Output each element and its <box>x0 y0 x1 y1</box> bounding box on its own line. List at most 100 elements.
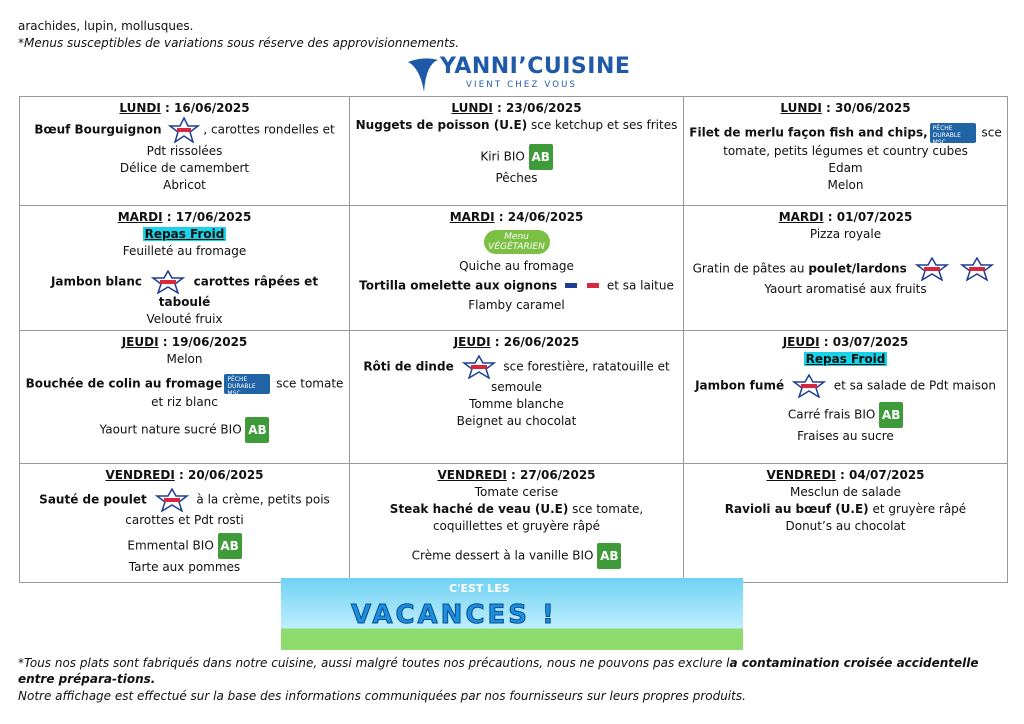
main-dish: Rôti de dinde <box>363 359 454 374</box>
main-dish-side: sce ketchup et ses frites <box>527 118 678 132</box>
dessert: Crème dessert à la vanille BIO <box>411 548 594 563</box>
day-name: MARDI <box>449 210 495 224</box>
french-pork-label-icon <box>150 270 186 294</box>
msc-label-icon: PÊCHE DURABLE MSC <box>224 374 271 397</box>
menu-cell-lundi-30: LUNDI : 30/06/2025 Filet de merlu façon … <box>683 96 1008 206</box>
day-name: JEUDI <box>121 335 159 349</box>
dessert: Yaourt aromatisé aux fruits <box>764 282 927 296</box>
banner-small-text: C'EST LES <box>449 582 510 595</box>
french-poultry-label-icon <box>914 257 949 281</box>
allergen-note: arachides, lupin, mollusques. <box>18 19 194 33</box>
main-dish: Nuggets de poisson (U.E) <box>355 118 528 132</box>
main-dish-side: , carottes rondelles et Pdt rissolées <box>146 122 335 159</box>
menu-cell-jeudi-03: JEUDI : 03/07/2025 Repas Froid Jambon fu… <box>683 330 1008 464</box>
day-name: LUNDI <box>119 101 161 115</box>
french-pork-label-icon <box>960 257 995 281</box>
menu-cell-vendredi-27: VENDREDI : 27/06/2025 Tomate cerise Stea… <box>349 463 684 583</box>
main-dish-side: sce forestière, ratatouille et semoule <box>491 359 670 395</box>
starter: Feuilleté au fromage <box>122 244 247 258</box>
day-date: : 30/06/2025 <box>821 101 911 115</box>
day-name: MARDI <box>778 210 824 224</box>
vegetarian-menu-icon: Menu VÉGÉTARIEN <box>483 230 550 254</box>
main-dish: Ravioli au bœuf (U.E) <box>724 502 869 516</box>
dessert: Velouté fruix <box>146 312 223 326</box>
menu-cell-jeudi-26: JEUDI : 26/06/2025 Rôti de dinde sce for… <box>349 330 684 464</box>
dessert: Abricot <box>163 178 206 192</box>
day-name: JEUDI <box>453 335 491 349</box>
starter: Melon <box>166 352 203 366</box>
supplier-info-note: Notre affichage est effectué sur la base… <box>18 689 746 703</box>
main-dish-side: carottes râpées et taboulé <box>158 274 319 310</box>
logo-brand: YANNI’CUISINE <box>440 54 631 79</box>
menu-cell-vendredi-20: VENDREDI : 20/06/2025 Sauté de poulet à … <box>19 463 350 583</box>
day-date: : 24/06/2025 <box>494 210 584 224</box>
cheese: Kiri BIO <box>480 149 525 164</box>
day-name: JEUDI <box>782 335 820 349</box>
day-date: : 19/06/2025 <box>158 335 248 349</box>
menu-cell-mardi-17: MARDI : 17/06/2025 Repas Froid Feuilleté… <box>19 205 350 331</box>
day-date: : 26/06/2025 <box>490 335 580 349</box>
dessert: Beignet au chocolat <box>456 414 577 428</box>
french-beef-label-icon <box>168 117 201 143</box>
cheese: Délice de camembert <box>119 161 250 175</box>
yanni-cuisine-logo: YANNI’CUISINE VIENT CHEZ VOUS <box>404 52 630 96</box>
dessert: Melon <box>827 178 864 192</box>
day-name: VENDREDI <box>105 468 175 482</box>
french-poultry-label-icon <box>154 488 189 512</box>
french-pork-label-icon <box>791 374 827 398</box>
menu-cell-vendredi-04: VENDREDI : 04/07/2025 Mesclun de salade … <box>683 463 1008 583</box>
menu-cell-mardi-24: MARDI : 24/06/2025 Menu VÉGÉTARIEN Quich… <box>349 205 684 331</box>
main-dish: Steak haché de veau (U.E) <box>389 502 569 516</box>
dessert: Donut’s au chocolat <box>785 519 906 533</box>
variation-note: *Menus susceptibles de variations sous r… <box>18 36 459 50</box>
footer-note-emphasis: a contamination croisée accidentelle ent… <box>18 656 979 686</box>
day-date: : 17/06/2025 <box>162 210 252 224</box>
dessert: Yaourt nature sucré BIO <box>99 422 242 437</box>
bio-label-icon: AB <box>528 144 553 170</box>
weekly-menu-table: LUNDI : 16/06/2025 Bœuf Bourguignon , ca… <box>19 96 1008 583</box>
bio-label-icon: AB <box>245 417 270 443</box>
menu-cell-jeudi-19: JEUDI : 19/06/2025 Melon Bouchée de coli… <box>19 330 350 464</box>
main-dish-side: sce tomate et riz blanc <box>151 376 344 410</box>
chef-swoosh-icon <box>408 58 438 92</box>
main-dish-2: Tortilla omelette aux oignons <box>359 278 558 293</box>
bio-label-icon: AB <box>217 533 242 559</box>
msc-label-icon: PÊCHE DURABLE MSC <box>929 123 976 146</box>
cheese: Tomme blanche <box>469 397 564 411</box>
main-dish: Sauté de poulet <box>39 492 147 507</box>
day-name: VENDREDI <box>437 468 507 482</box>
menu-cell-lundi-23: LUNDI : 23/06/2025 Nuggets de poisson (U… <box>349 96 684 206</box>
vacances-banner: C'EST LES VACANCES ! <box>281 578 743 650</box>
cheese: Carré frais BIO <box>787 407 876 422</box>
bio-label-icon: AB <box>597 543 622 569</box>
day-date: : 20/06/2025 <box>174 468 264 482</box>
cross-contamination-note: *Tous nos plats sont fabriqués dans notr… <box>18 655 1008 687</box>
france-eggs-label-icon <box>564 283 599 288</box>
day-date: : 03/07/2025 <box>819 335 909 349</box>
day-name: MARDI <box>117 210 163 224</box>
main-dish: Bœuf Bourguignon <box>34 122 162 137</box>
menu-cell-lundi-16: LUNDI : 16/06/2025 Bœuf Bourguignon , ca… <box>19 96 350 206</box>
main-dish-side: sce tomate, coquillettes et gruyère râpé <box>432 502 644 533</box>
cheese: Edam <box>828 161 863 175</box>
main-dish-side: sce tomate, petits légumes et country cu… <box>723 125 1002 159</box>
cold-meal-badge: Repas Froid <box>142 227 227 241</box>
day-date: : 04/07/2025 <box>835 468 925 482</box>
main-dish: Jambon blanc <box>50 274 143 289</box>
dessert: Flamby caramel <box>468 298 565 312</box>
dessert: Fraises au sucre <box>797 429 894 443</box>
day-date: : 16/06/2025 <box>160 101 250 115</box>
main-dish: Bouchée de colin au fromage <box>25 376 223 391</box>
main-dish: Quiche au fromage <box>459 259 574 273</box>
cold-meal-badge: Repas Froid <box>803 352 888 366</box>
day-date: : 27/06/2025 <box>506 468 596 482</box>
starter: Pizza royale <box>809 227 882 241</box>
starter: Mesclun de salade <box>789 485 902 499</box>
bio-label-icon: AB <box>879 402 904 428</box>
main-dish: Jambon fumé <box>695 378 785 393</box>
day-name: LUNDI <box>780 101 822 115</box>
dessert: Tarte aux pommes <box>128 560 241 574</box>
main-dish-side: et sa laitue <box>606 278 674 293</box>
main-dish-meat: poulet/lardons <box>808 261 907 276</box>
dessert: Pêches <box>495 171 538 185</box>
